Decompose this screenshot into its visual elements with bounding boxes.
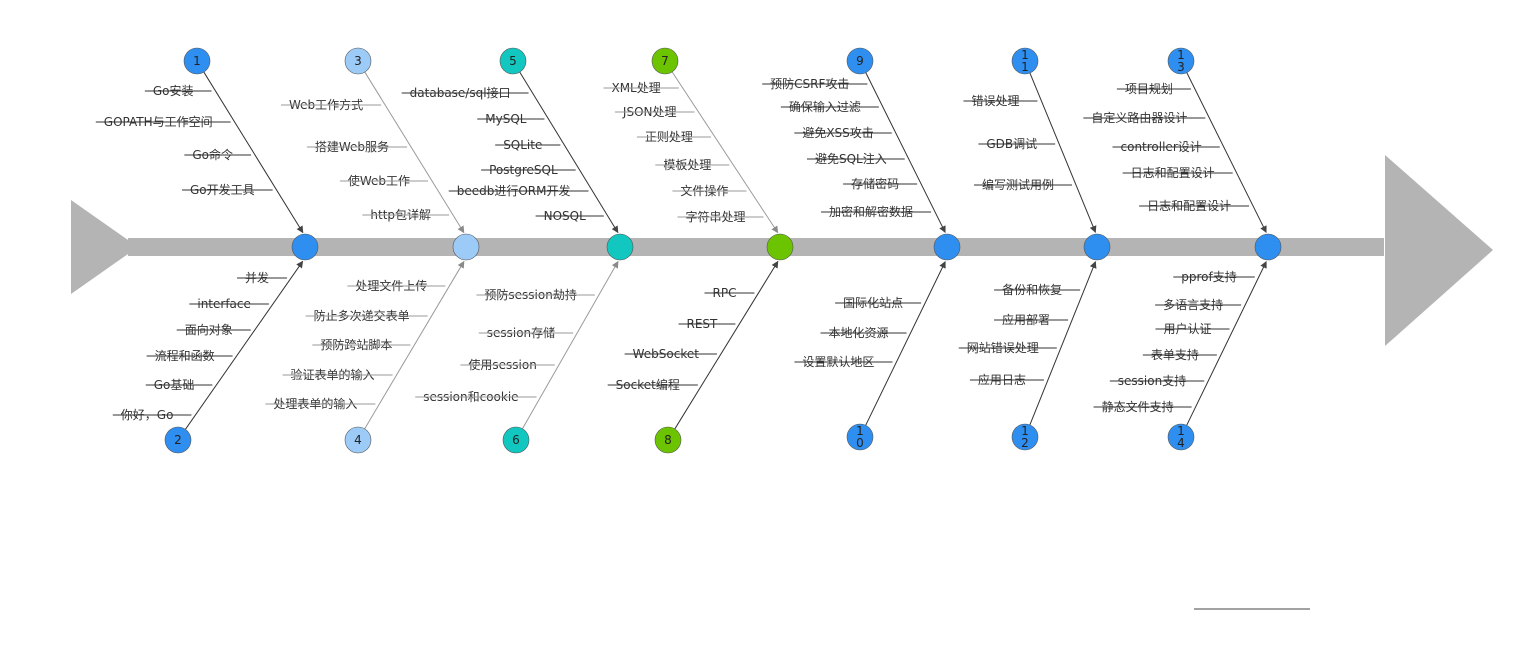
branch-node-1: [183, 47, 211, 75]
spine-node: [291, 233, 319, 261]
tail-shape: [71, 200, 138, 294]
branch-node-2: [164, 426, 192, 454]
bottom-bone-8: [674, 260, 779, 430]
top-bone-5: [519, 71, 619, 234]
top-bone-9: [865, 72, 946, 234]
branch-number: 2: [174, 433, 182, 447]
bottom-bone-14: [1186, 260, 1267, 426]
top-bone-7: [671, 71, 779, 234]
top-bone-3: [364, 71, 465, 234]
branch-node-3: [344, 47, 372, 75]
spine-node: [452, 233, 480, 261]
branch-number: 4: [354, 433, 362, 447]
spine-bar: [128, 238, 1384, 256]
branch-node-4: [344, 426, 372, 454]
spine-node: [1254, 233, 1282, 261]
branch-number: 5: [509, 54, 517, 68]
branch-number: 7: [661, 54, 669, 68]
branch-bones: Go安装GOPATH与工作空间Go命令Go开发工具Web工作方式搭建Web服务使…: [95, 71, 1267, 430]
fish-head: [1385, 155, 1493, 346]
branch-number: 9: [856, 54, 864, 68]
branch-node-10: [846, 423, 874, 451]
branch-node-8: [654, 426, 682, 454]
spine-node: [1083, 233, 1111, 261]
top-bone-13: [1186, 72, 1267, 234]
top-bone-1: [203, 71, 304, 234]
branch-node-7: [651, 47, 679, 75]
branch-number: 1: [193, 54, 201, 68]
spine-node: [766, 233, 794, 261]
branch-node-13: [1167, 47, 1195, 75]
branch-number: 6: [512, 433, 520, 447]
branch-node-5: [499, 47, 527, 75]
bottom-bone-12: [1029, 261, 1097, 426]
top-bone-11: [1029, 72, 1097, 233]
branch-node-9: [846, 47, 874, 75]
fish-spine: [128, 238, 1384, 256]
branch-number: 8: [664, 433, 672, 447]
bottom-bone-6: [522, 260, 619, 429]
bottom-bone-4: [364, 260, 465, 430]
branch-number: 3: [354, 54, 362, 68]
bottom-bone-2: [185, 260, 304, 430]
spine-node: [606, 233, 634, 261]
fish-tail: [71, 200, 138, 294]
spine-node: [933, 233, 961, 261]
branch-node-6: [502, 426, 530, 454]
head-shape: [1385, 155, 1493, 346]
bottom-bone-10: [865, 260, 946, 426]
branch-node-11: [1011, 47, 1039, 75]
branch-node-14: [1167, 423, 1195, 451]
branch-node-12: [1011, 423, 1039, 451]
